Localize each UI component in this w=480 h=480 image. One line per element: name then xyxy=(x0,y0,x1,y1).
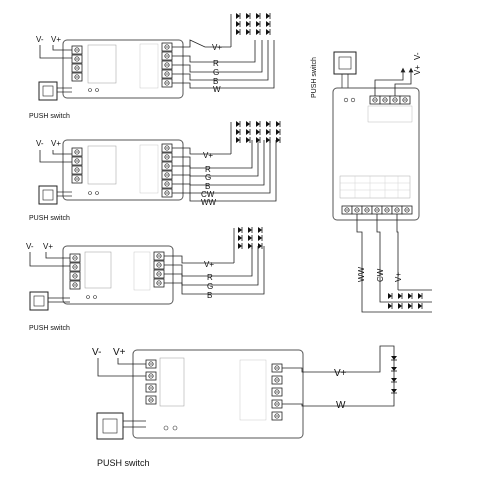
push-switch-icon xyxy=(96,412,124,440)
output-terminal-block xyxy=(161,42,173,88)
controller-box xyxy=(62,245,174,305)
push-switch-label: PUSH switch xyxy=(29,325,70,332)
diagram-cct-vertical: PUSH switch xyxy=(311,51,432,313)
w-output-label: W xyxy=(336,400,346,411)
vminus-label: V- xyxy=(26,242,34,251)
vplus-label: V+ xyxy=(51,35,61,44)
b-output-label: B xyxy=(207,291,212,300)
g-output-label: G xyxy=(205,173,211,182)
vplus-output-label: V+ xyxy=(394,272,403,282)
output-terminal-block xyxy=(271,363,283,421)
controller-box xyxy=(132,349,304,439)
vminus-label: V- xyxy=(413,52,422,60)
controller-box xyxy=(332,87,420,221)
push-switch-label: PUSH switch xyxy=(29,215,70,222)
ww-output-label: WW xyxy=(357,266,366,282)
push-switch-label: PUSH switch xyxy=(29,113,70,120)
led-array-icon xyxy=(230,12,271,47)
r-output-label: R xyxy=(213,59,219,68)
b-output-label: B xyxy=(213,77,218,86)
led-array-icon xyxy=(233,226,263,263)
diagram-rgb: V- V+ PUSH switch V+ R G B xyxy=(26,226,265,332)
vminus-label: V- xyxy=(92,347,101,358)
vplus-label: V+ xyxy=(43,242,53,251)
ww-output-label: WW xyxy=(201,198,217,207)
vplus-output-label: V+ xyxy=(203,151,213,160)
vplus-label: V+ xyxy=(113,347,126,358)
cw-output-label: CW xyxy=(201,190,215,199)
b-output-label: B xyxy=(205,182,210,191)
led-strip-icon xyxy=(361,289,432,313)
g-output-label: G xyxy=(207,282,213,291)
vplus-label: V+ xyxy=(51,139,61,148)
cw-output-label: CW xyxy=(376,268,385,282)
output-terminal-block xyxy=(341,205,413,215)
push-switch-label: PUSH switch xyxy=(97,458,150,468)
r-output-label: R xyxy=(207,273,213,282)
led-strip-icon xyxy=(358,345,398,407)
vminus-label: V- xyxy=(36,139,44,148)
vplus-output-label: V+ xyxy=(212,43,222,52)
controller-box xyxy=(62,139,184,201)
vplus-output-label: V+ xyxy=(204,260,214,269)
vplus-label: V+ xyxy=(413,65,422,75)
diagram-rgbw: V- V+ PUSH switch V+ R G B W xyxy=(29,12,275,120)
g-output-label: G xyxy=(213,68,219,77)
diagram-rgbcw: V- V+ PUSH switch V+ R G B CW WW xyxy=(29,120,281,222)
r-output-label: R xyxy=(205,165,211,174)
input-terminal-block xyxy=(369,95,411,105)
spec-table xyxy=(339,175,411,199)
w-output-label: W xyxy=(213,85,221,94)
diagram-single: V- V+ PUSH switch V+ W xyxy=(92,345,398,468)
controller-box xyxy=(62,39,184,99)
vminus-label: V- xyxy=(36,35,44,44)
led-array-icon xyxy=(230,120,281,154)
vplus-output-label: V+ xyxy=(334,368,347,379)
push-switch-label: PUSH switch xyxy=(311,57,318,98)
